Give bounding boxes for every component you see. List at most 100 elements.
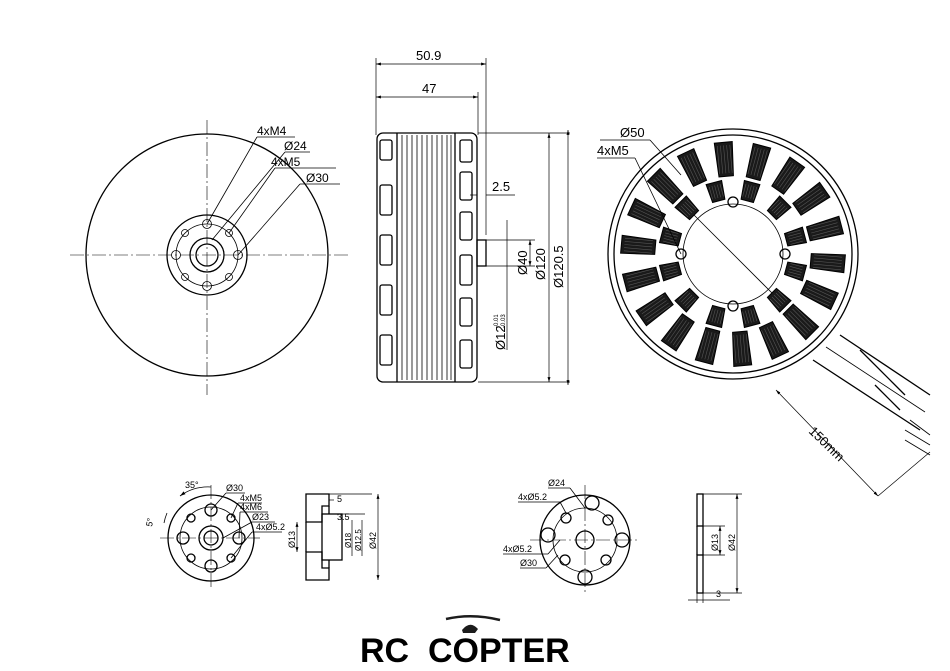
outer-coil-slot-wire	[720, 145, 724, 174]
inner-coil-slot-wire	[773, 203, 784, 214]
outer-coil-slot-wire	[680, 157, 694, 184]
dim-body-length: 47	[422, 81, 436, 96]
side-view-fins	[401, 135, 452, 380]
outer-coil-slot-wire	[624, 247, 653, 251]
rear-view-mount-holes	[675, 196, 791, 312]
dim-overall-length: 50.9	[416, 48, 441, 63]
outer-coil-slot-wire	[624, 237, 653, 241]
outer-coil-slot-wire	[736, 334, 740, 363]
inner-coil-slot-wire	[663, 238, 677, 242]
outer-coil-slot-wire	[643, 300, 667, 317]
front-view-shaft	[195, 243, 219, 267]
front-view-label-4xm5: 4xM5	[271, 155, 301, 169]
prop-adapter-section-dim-d18: Ø18	[344, 532, 353, 548]
mount-plate-section-dim-d42: Ø42	[727, 534, 737, 551]
outer-coil-slot-wire	[672, 322, 690, 346]
outer-coil-slot-wire	[807, 285, 834, 298]
outer-coil-slot-wire	[667, 318, 685, 342]
inner-coil-slot-wire	[684, 296, 695, 307]
outer-coil-slot-wire	[665, 316, 682, 340]
outer-coil-slot-wire	[636, 201, 663, 215]
mount-plate-outer	[539, 494, 631, 586]
outer-coil-slot-wire	[632, 210, 659, 223]
inner-coil-slot	[783, 226, 808, 247]
front-view-hub-circle	[166, 214, 248, 296]
front-view-boss	[189, 237, 225, 273]
outer-coil-slot-wire	[651, 181, 672, 202]
outer-coil-slot-wire	[779, 164, 796, 188]
mount-plate-outer-holes	[540, 495, 630, 585]
outer-coil-slot-wire	[766, 327, 780, 353]
mount-plate-label-4xd5-2-bottom: 4xØ5.2	[503, 544, 532, 554]
rear-view-label-cable-length: 150mm	[806, 423, 848, 464]
prop-adapter-label-d23: Ø23	[252, 512, 269, 522]
outer-coil-slot-wire	[810, 222, 838, 231]
outer-coil-slot-wire	[756, 149, 765, 177]
inner-coil-slot-wire	[708, 308, 713, 322]
logo-text-copter: COPTER	[428, 632, 570, 670]
inner-coil-slot-wire	[788, 235, 802, 240]
front-view: 4xM4 Ø24 4xM5 Ø30	[70, 120, 350, 395]
rear-view-outer-circle	[607, 128, 859, 380]
outer-coil-slot-wire	[806, 287, 832, 301]
outer-coil-slot-wire	[776, 162, 794, 186]
outer-coil-slot-wire	[803, 293, 830, 307]
outer-coil-slot-wire	[624, 241, 653, 245]
outer-coil-slot-wire	[698, 330, 707, 358]
rear-view-label-4xm5: 4xM5	[597, 143, 629, 158]
prop-adapter-view: 35° Ø30 4xM5 4xM6 Ø23 4xØ5.2 5°	[144, 480, 285, 590]
outer-coil-slot-wire	[733, 335, 737, 364]
prop-adapter-section-dim-5: 5	[337, 494, 342, 504]
outer-coil-slot-wire	[802, 196, 827, 213]
front-view-label-d30: Ø30	[306, 171, 329, 185]
inner-coil-slot-wire	[750, 309, 755, 322]
outer-coil-slot-wire	[790, 311, 811, 332]
outer-coil-slot-wire	[742, 334, 746, 363]
outer-coil-slot-wire	[799, 191, 823, 208]
prop-adapter-label-4xm5: 4xM5	[240, 493, 262, 503]
outer-coil-slot-wire	[655, 176, 676, 197]
outer-coil-slot-wire	[626, 271, 654, 280]
inner-coil-slot-wire	[788, 268, 802, 273]
outer-coil-slot-wire	[634, 207, 660, 221]
inner-coil-slot-wire	[771, 296, 782, 307]
outer-coil-slot-wire	[781, 166, 799, 190]
outer-coil-slot-wire	[739, 334, 743, 363]
outer-coil-slot-wire	[689, 153, 702, 180]
inner-coil-slot-wire	[662, 240, 676, 245]
inner-coil-slot	[658, 226, 683, 247]
outer-coil-slot-wire	[641, 297, 665, 315]
inner-coil-slot-wire	[665, 229, 679, 234]
outer-coil-slot-wire	[683, 156, 697, 183]
rear-view: 150mm Ø50 4xM5	[597, 125, 931, 497]
prop-adapter-section-dim-3-5: 3.5	[337, 512, 350, 522]
outer-coil-slot-wire	[647, 305, 671, 322]
side-view-vent-slots-left	[379, 139, 393, 366]
dim-line-cable-length	[775, 389, 879, 497]
inner-coil-slot-wire	[678, 290, 689, 301]
inner-coil-slot-wire	[742, 183, 747, 197]
inner-coil-slot	[783, 261, 808, 282]
inner-coil-slot	[658, 261, 683, 282]
outer-coil-slot-wire	[792, 308, 813, 330]
prop-adapter-label-4xd5-2: 4xØ5.2	[256, 522, 285, 532]
outer-coil-slot-wire	[812, 231, 840, 240]
inner-coil-slot-wire	[742, 311, 747, 325]
outer-coil-slot-wire	[813, 263, 842, 267]
prop-adapter-label-d30: Ø30	[226, 483, 243, 493]
inner-coil-slot-wire	[747, 185, 752, 199]
front-view-leader-lines	[206, 136, 340, 256]
inner-coil-slot-wire	[714, 309, 719, 323]
inner-coil-slot-wire	[789, 238, 803, 242]
inner-coil-slot-wire	[745, 310, 749, 324]
inner-coil-slot-wire	[664, 235, 678, 240]
outer-coil-slot-wire	[635, 204, 662, 218]
outer-coil-slot-wire	[675, 323, 692, 348]
outer-coil-slot-wire	[670, 320, 687, 344]
inner-coil-slot-wire	[789, 266, 803, 270]
rear-view-outer-coils	[620, 141, 846, 367]
dim-d120: Ø120	[533, 248, 548, 280]
outer-coil-slot-wire	[692, 152, 705, 179]
outer-coil-slot-wire	[764, 328, 777, 355]
